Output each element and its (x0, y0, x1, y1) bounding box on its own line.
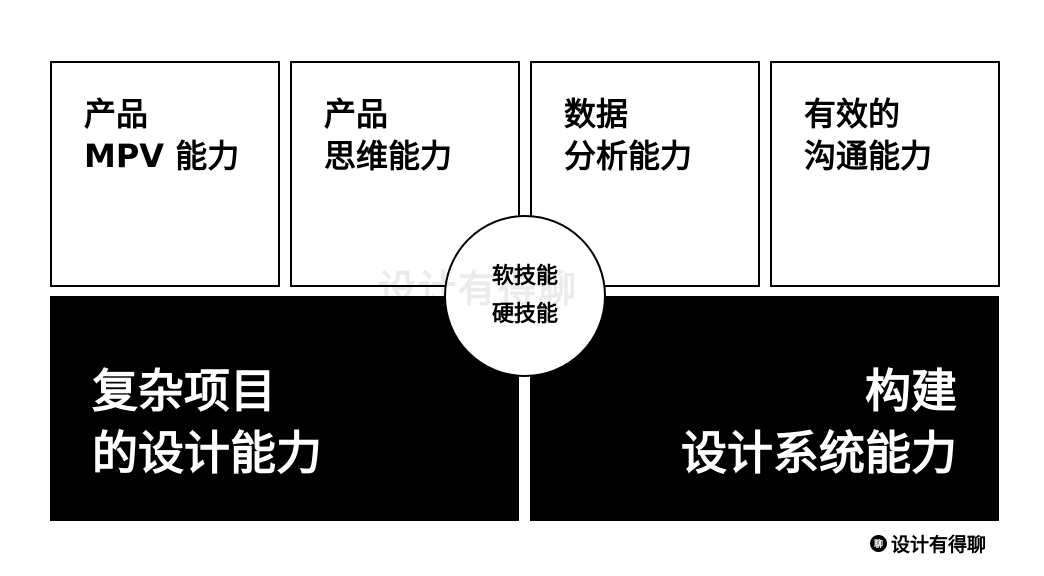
card-line2: 分析能力 (564, 137, 693, 175)
card-line1: 数据 (564, 95, 629, 133)
card-line2: MPV 能力 (84, 137, 240, 175)
card-line2: 设计系统能力 (681, 426, 957, 480)
soft-skill-card-1: 产品 MPV 能力 (50, 61, 280, 287)
brand-name: 设计有得聊 (891, 534, 987, 556)
card-line1: 产品 (324, 95, 389, 133)
card-line1: 有效的 (804, 95, 901, 133)
hard-skills-label: 硬技能 (491, 302, 558, 327)
card-line1: 产品 (84, 95, 149, 133)
hard-skill-card-1: 复杂项目的设计能力 (50, 296, 519, 521)
card-line1: 构建 (865, 364, 957, 418)
card-line1: 复杂项目 (92, 364, 276, 418)
brand-logo: 聊 设计有得聊 (870, 530, 986, 557)
soft-skill-card-4: 有效的沟通能力 (770, 61, 1000, 287)
card-line2: 的设计能力 (92, 426, 322, 480)
hard-skill-card-2: 构建设计系统能力 (530, 296, 999, 521)
center-circle: 软技能 硬技能 (444, 215, 606, 377)
card-line2: 思维能力 (324, 137, 453, 175)
chat-logo-icon: 聊 (870, 535, 887, 552)
soft-skills-label: 软技能 (491, 264, 558, 289)
soft-skill-card-2: 产品思维能力 (290, 61, 520, 287)
card-line2: 沟通能力 (804, 137, 933, 175)
